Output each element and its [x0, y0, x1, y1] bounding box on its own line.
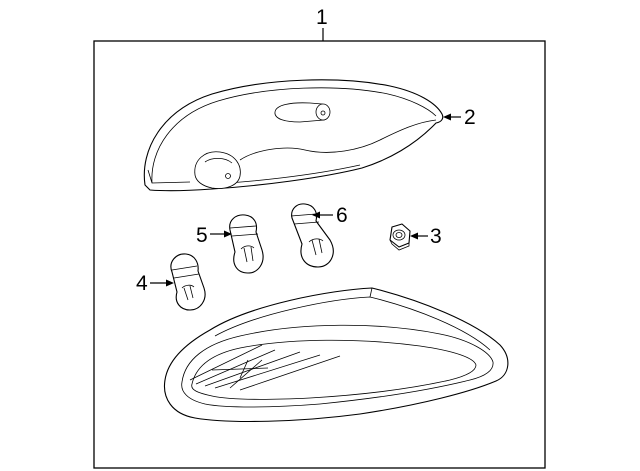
callout-5: 5 — [196, 224, 208, 247]
arrow-5 — [224, 230, 232, 238]
callout-4: 4 — [136, 272, 148, 295]
arrow-2 — [443, 113, 451, 121]
callout-3: 3 — [430, 225, 442, 248]
bulb-part-5 — [229, 214, 264, 274]
callout-2: 2 — [464, 106, 476, 129]
callout-6: 6 — [336, 204, 348, 227]
nut-part-3 — [389, 223, 411, 251]
arrow-6 — [312, 211, 320, 219]
arrow-3 — [410, 232, 418, 240]
callout-1: 1 — [316, 6, 328, 29]
bulb-part-6 — [290, 203, 334, 268]
lamp-housing-part — [143, 79, 444, 192]
diagram-frame — [93, 40, 546, 469]
lamp-lens — [163, 287, 509, 423]
bulb-part-4 — [170, 253, 206, 311]
arrow-4 — [166, 279, 174, 287]
